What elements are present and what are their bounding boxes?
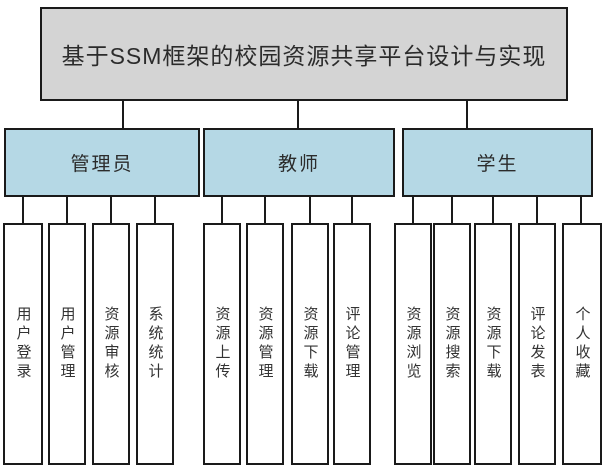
leaf-box-system-statistics: 系统统计 [136, 223, 174, 465]
leaf-label-user-management: 用户管理 [58, 306, 76, 382]
diagram-title: 基于SSM框架的校园资源共享平台设计与实现 [61, 43, 547, 69]
leaf-box-resource-browse: 资源浏览 [394, 223, 432, 465]
group-label-student: 学生 [476, 154, 519, 175]
leaf-label-resource-browse: 资源浏览 [404, 306, 422, 382]
group-box-teacher: 教师 [203, 128, 395, 197]
leaf-label-comment-management: 评论管理 [343, 306, 361, 382]
leaf-box-resource-download-student: 资源下载 [474, 223, 512, 465]
leaf-box-personal-favorites: 个人收藏 [562, 223, 602, 465]
leaf-label-comment-publish: 评论发表 [528, 306, 546, 382]
leaf-box-user-login: 用户登录 [3, 223, 43, 465]
leaf-box-resource-download-teacher: 资源下载 [291, 223, 329, 465]
group-box-admin: 管理员 [4, 128, 200, 197]
leaf-label-user-login: 用户登录 [14, 306, 32, 382]
group-label-admin: 管理员 [70, 154, 134, 175]
leaf-label-resource-search: 资源搜索 [443, 306, 461, 382]
leaf-box-resource-search: 资源搜索 [433, 223, 471, 465]
leaf-box-comment-publish: 评论发表 [518, 223, 556, 465]
leaf-label-resource-download-student: 资源下载 [484, 306, 502, 382]
leaf-label-resource-download-teacher: 资源下载 [301, 306, 319, 382]
group-label-teacher: 教师 [277, 154, 320, 175]
leaf-box-resource-upload: 资源上传 [203, 223, 241, 465]
leaf-box-user-management: 用户管理 [48, 223, 86, 465]
leaf-box-comment-management: 评论管理 [333, 223, 371, 465]
leaf-label-resource-upload: 资源上传 [213, 306, 231, 382]
leaf-label-resource-management: 资源管理 [256, 306, 274, 382]
leaf-label-personal-favorites: 个人收藏 [573, 306, 591, 382]
leaf-label-system-statistics: 系统统计 [146, 306, 164, 382]
leaf-label-resource-review: 资源审核 [102, 306, 120, 382]
leaf-box-resource-review: 资源审核 [92, 223, 130, 465]
diagram-title-box: 基于SSM框架的校园资源共享平台设计与实现 [40, 7, 568, 101]
leaf-box-resource-management: 资源管理 [246, 223, 284, 465]
group-box-student: 学生 [402, 128, 593, 197]
